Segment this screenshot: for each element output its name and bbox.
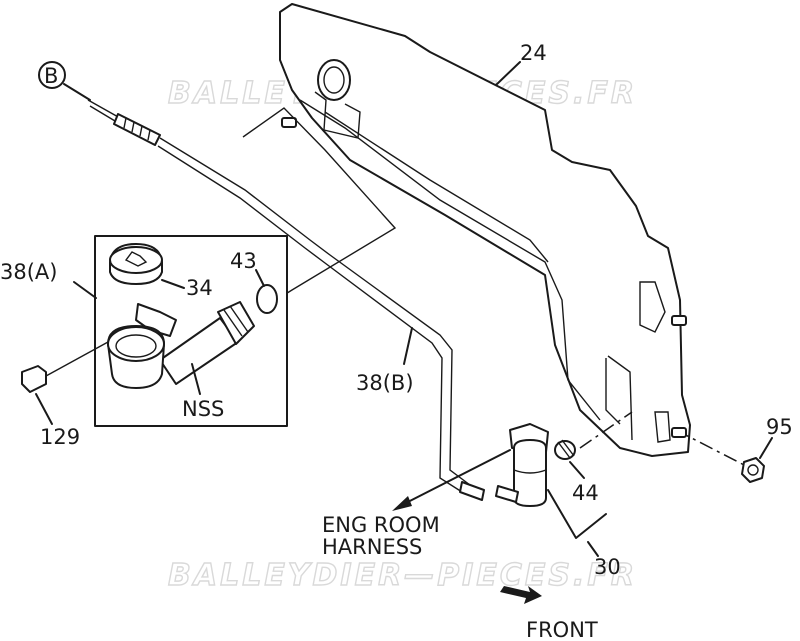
washer-pump-30 [495,423,549,507]
washer-tank [279,3,691,457]
callout-34: 34 [186,276,213,300]
callout-38a: 38(A) [0,260,57,284]
front-arrow-icon [500,586,542,604]
callout-38b: 38(B) [356,371,414,395]
ref-b-label: B [44,64,58,88]
filler-neck-nss [107,301,255,389]
nut-95 [741,457,765,483]
callout-95: 95 [766,415,793,439]
leader-nss [191,363,201,395]
grommet-44 [554,439,576,460]
leader-129 [35,393,53,425]
eng-room-line2: HARNESS [322,535,422,559]
callout-nss: NSS [182,397,224,421]
tank-bolt-upper [281,117,297,128]
callout-44: 44 [572,481,599,505]
leader-43 [255,269,265,287]
screw-129 [21,341,109,393]
dashed-nut-line [675,429,747,467]
callout-43: 43 [230,249,257,273]
leader-44 [569,461,585,479]
callout-30: 30 [594,555,621,579]
leader-30 [547,489,607,539]
filler-cap-34 [109,243,163,285]
watermark-bottom: BALLEYDIER—PIECES.FR [168,558,637,593]
leader-34 [161,279,185,289]
arrowhead-eng-room [392,496,412,511]
leader-30-tail [587,541,599,557]
dashed-pump-line [579,411,633,449]
front-label: FRONT [526,618,598,641]
o-ring-43 [256,284,278,314]
tank-bolt-right [671,315,687,438]
leader-95 [759,437,773,459]
ref-b-marker: B [38,61,91,101]
leader-38b [403,327,413,365]
eng-room-line1: ENG ROOM [322,513,440,537]
callout-129: 129 [40,425,80,449]
arrow-eng-room [399,449,511,507]
callout-24: 24 [520,41,547,65]
cable-38b [87,99,485,501]
leader-38a [73,281,97,299]
leader-24 [495,61,521,86]
